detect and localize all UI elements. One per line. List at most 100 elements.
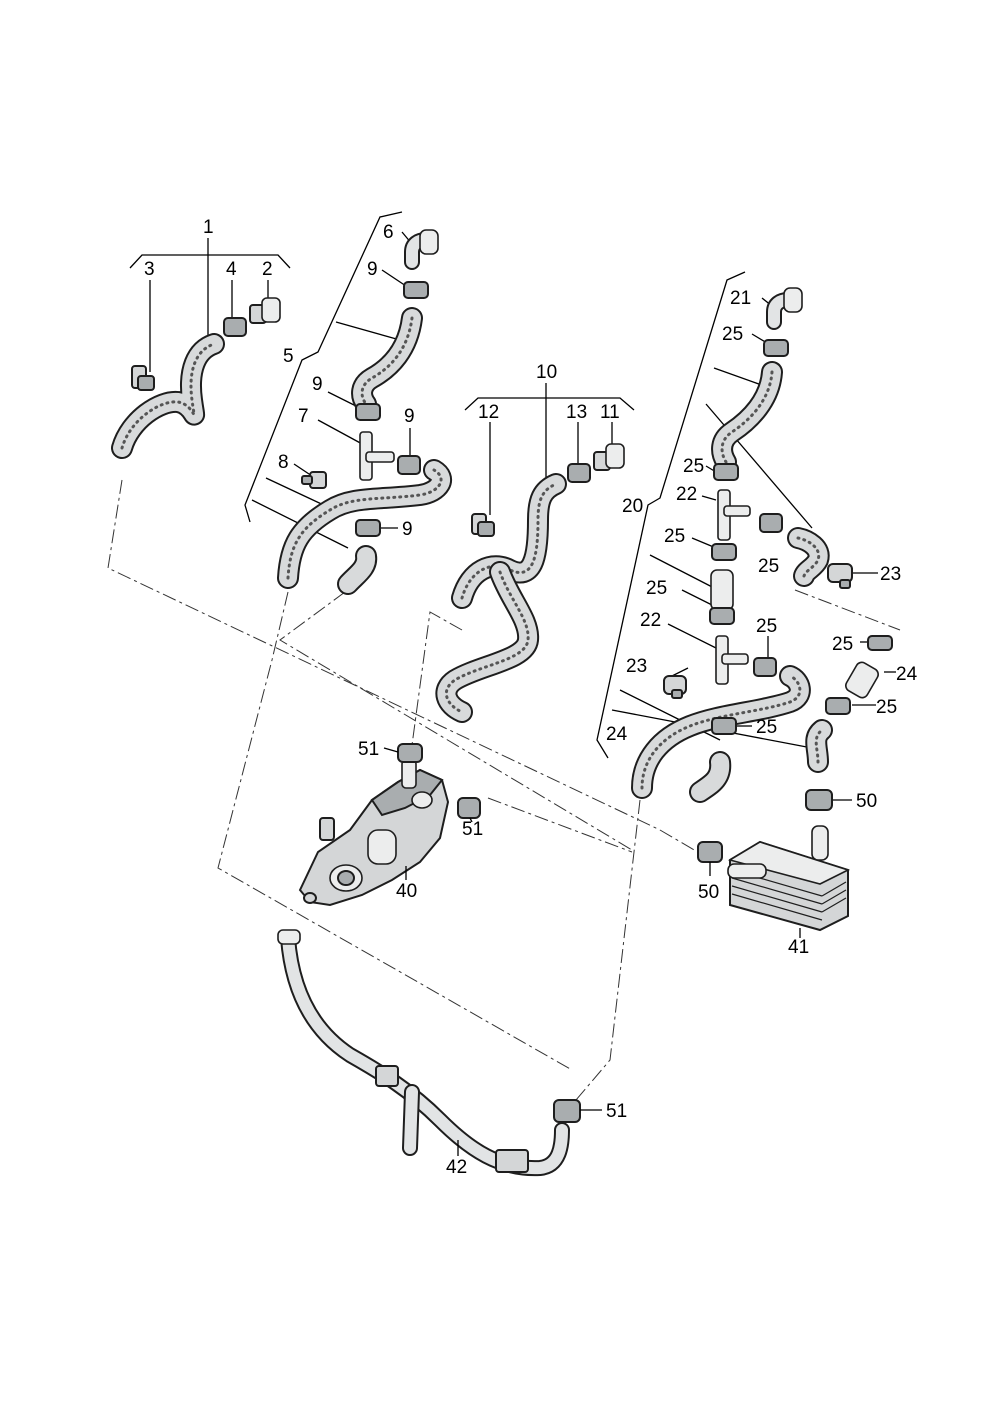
clamp-25-d [711,543,737,561]
tee-22-upper [717,489,751,541]
clamp-25-g [711,717,737,735]
label-12: 12 [478,402,499,423]
label-51-c: 51 [606,1101,627,1122]
label-40: 40 [396,881,417,902]
hose-10 [451,473,567,609]
bracket-clip-12 [471,513,495,537]
assembly-line-23-24 [794,589,901,631]
label-8: 8 [278,452,289,473]
oil-cooler-41 [727,825,851,932]
clamp-9-c [397,455,421,475]
connector-11 [593,443,625,471]
label-22-b: 22 [640,610,661,631]
clamp-25-f [753,657,777,677]
label-2: 2 [262,259,273,280]
label-9-a: 9 [367,259,378,280]
clamp-25-e [709,607,735,625]
label-50-b: 50 [698,882,719,903]
assembly-line-40-51 [487,797,633,853]
elbow-6 [404,229,439,270]
label-25-b: 25 [683,456,704,477]
hose-5-stub [337,545,378,595]
assembly-line-group20 [575,799,641,1101]
label-25-h: 25 [832,634,853,655]
clamp-9-d [355,519,381,537]
label-25-g: 25 [756,717,777,738]
hose-1 [111,333,225,459]
assembly-line-group5-b [279,591,633,851]
label-25-f: 25 [756,616,777,637]
bracket-10 [464,397,635,411]
screw-8 [301,471,327,489]
label-1: 1 [203,217,214,238]
hose-5-upper [351,307,423,415]
clamp-50-b [697,841,723,863]
clamp-9-a [403,281,429,299]
tee-22-lower [715,635,749,685]
coolant-pipe-42 [277,929,570,1177]
hose-24-stub [689,751,732,803]
clamp-51-b [457,797,481,819]
assembly-line-group1 [107,479,661,831]
label-4: 4 [226,259,237,280]
label-13: 13 [566,402,587,423]
label-9-c: 9 [404,406,415,427]
bracket-5 [244,211,403,523]
thermostat-housing-40 [298,759,450,907]
label-24-b: 24 [606,724,628,745]
valve-23-upper [827,563,853,589]
clamp-25-h [867,635,893,651]
label-6: 6 [383,222,394,243]
hose-24-right [805,719,833,773]
clamp-9-b [355,403,381,421]
clamp-25-b [713,463,739,481]
label-22-a: 22 [676,484,697,505]
label-25-a: 25 [722,324,743,345]
bracket-20 [596,271,746,759]
connector-2 [249,297,281,324]
tee-7 [359,431,395,481]
group-10: 10 12 13 11 [435,362,635,723]
clamp-25-c [759,513,783,533]
hose-20-upper [711,361,783,473]
label-25-e: 25 [646,578,667,599]
label-5: 5 [283,346,294,367]
label-51-a: 51 [358,739,379,760]
label-20: 20 [622,496,643,517]
assembly-line-group10 [411,611,463,746]
hose-20-short [787,527,830,587]
label-7: 7 [298,406,309,427]
label-42: 42 [446,1157,467,1178]
hose-5-lower [277,459,452,589]
assembly-lines [107,479,901,1101]
label-3: 3 [144,259,155,280]
clamp-25-i [825,697,851,715]
group-20: 21 25 25 22 20 25 25 23 25 22 25 25 23 2… [596,271,918,812]
label-25-c: 25 [664,526,685,547]
hose-22-mid [710,569,734,611]
bracket-clip-3 [131,365,155,391]
label-50-a: 50 [856,791,877,812]
clamp-51-a [397,743,423,763]
valve-23-lower [663,675,687,699]
clamp-51-c [553,1099,581,1123]
clamp-13 [567,463,591,483]
hose-24-lower [631,665,811,799]
label-25-i: 25 [876,697,897,718]
label-11: 11 [600,402,620,423]
clamp-4 [223,317,247,337]
label-24-a: 24 [896,664,918,685]
hose-10-loop [435,561,540,723]
hose-24-small [845,661,879,699]
group-1: 1 3 4 2 [111,217,291,459]
label-9-d: 9 [402,519,413,540]
label-41: 41 [788,937,809,958]
clamp-50-a [805,789,833,811]
label-51-b: 51 [462,819,483,840]
bracket-1 [129,254,291,269]
label-9-b: 9 [312,374,323,395]
elbow-21 [766,287,803,330]
label-21: 21 [730,288,751,309]
group-5: 6 9 5 9 7 9 8 9 [244,211,452,595]
